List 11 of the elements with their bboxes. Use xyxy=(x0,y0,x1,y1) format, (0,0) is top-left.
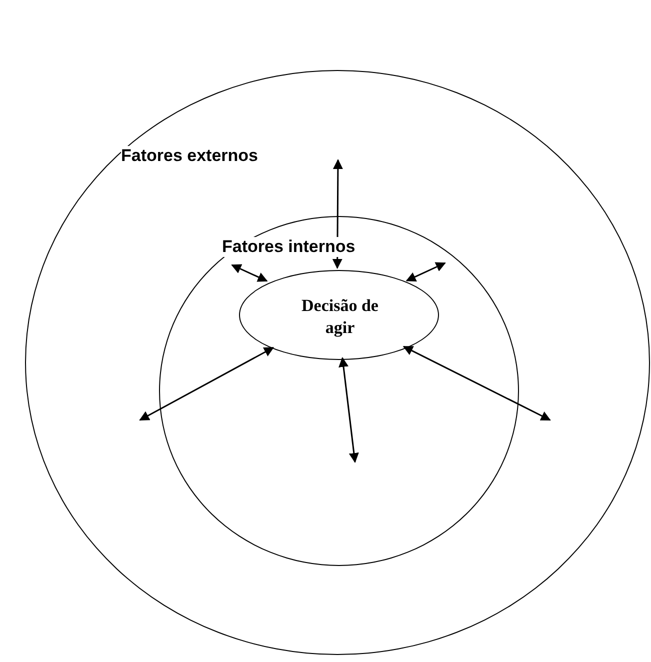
double-arrow xyxy=(139,347,274,421)
double-arrow xyxy=(231,264,268,282)
double-arrow xyxy=(338,356,359,463)
double-arrow xyxy=(406,262,446,282)
circle-heading: Fatores internos xyxy=(222,237,356,257)
double-arrow xyxy=(332,159,343,269)
double-arrow xyxy=(402,346,551,421)
decision-label: Decisão de agir xyxy=(300,295,380,339)
factor-circle xyxy=(25,70,650,655)
decision-ellipse xyxy=(239,270,439,360)
factor-circle xyxy=(159,216,519,566)
